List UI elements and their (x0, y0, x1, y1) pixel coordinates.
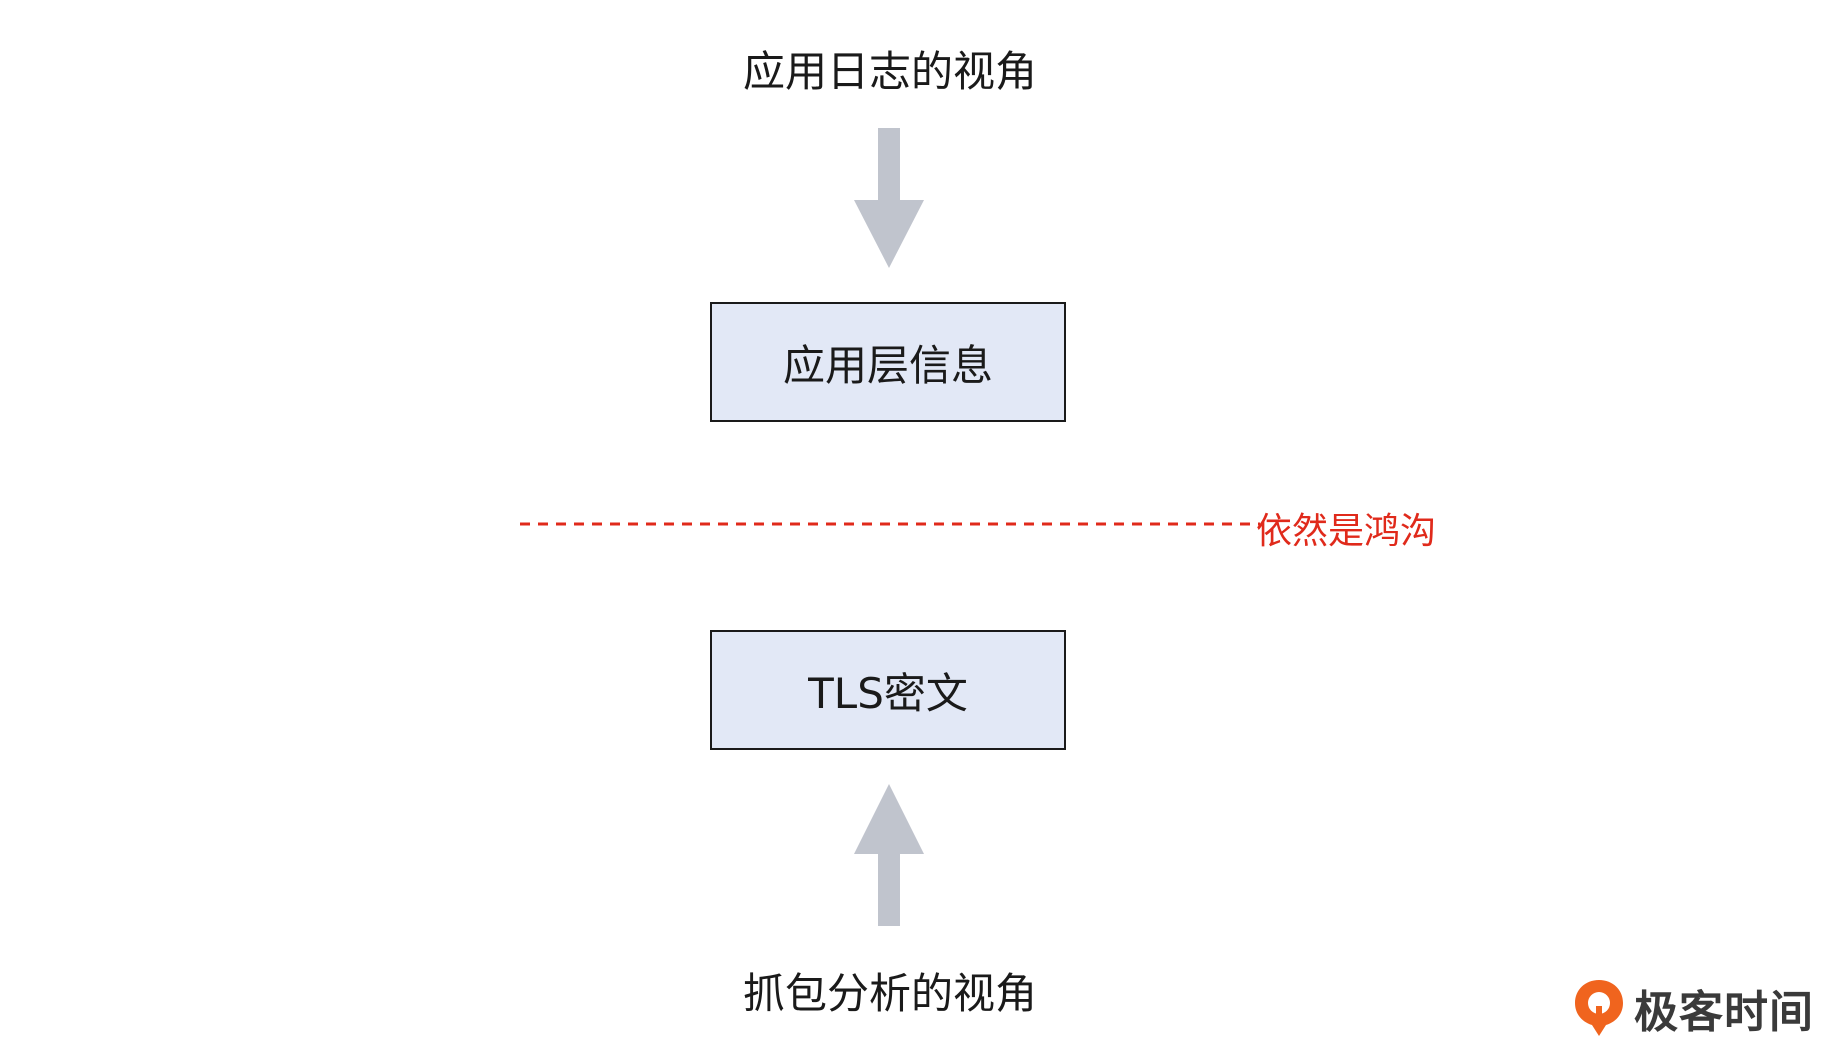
gap-label: 依然是鸿沟 (1256, 511, 1437, 552)
bottom-caption: 抓包分析的视角 (742, 969, 1037, 1018)
app-layer-info-box: 应用层信息 (710, 302, 1066, 422)
brand-watermark: 极客时间 (1572, 976, 1814, 1040)
down-arrow-icon (854, 128, 924, 268)
app-layer-info-label: 应用层信息 (782, 340, 993, 390)
geektime-logo-icon (1575, 980, 1623, 1036)
top-caption: 应用日志的视角 (742, 47, 1037, 96)
tls-ciphertext-label: TLS密文 (808, 668, 968, 718)
brand-name: 极客时间 (1634, 987, 1814, 1038)
gap-dashed-line (520, 522, 1260, 526)
tls-ciphertext-box: TLS密文 (710, 630, 1066, 750)
up-arrow-icon (854, 784, 924, 926)
